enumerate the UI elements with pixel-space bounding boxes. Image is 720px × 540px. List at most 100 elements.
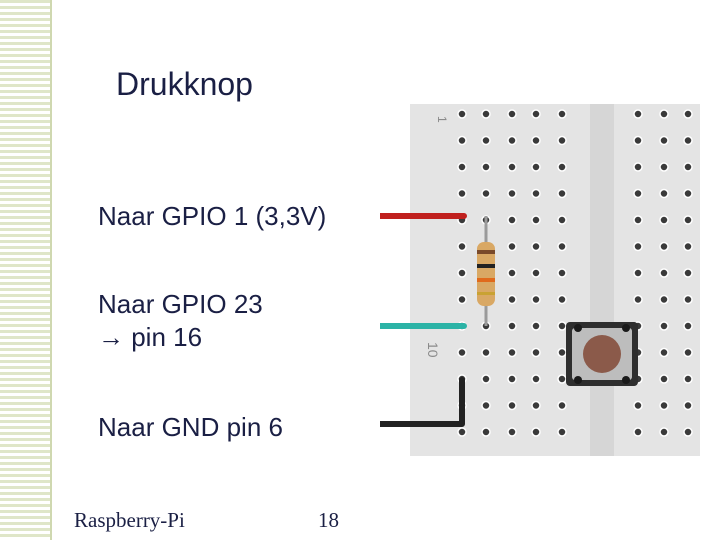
breadboard-hole [633,162,643,172]
row-marker-10: 10 [425,342,441,358]
stripe-edge-line [50,0,52,540]
breadboard-hole [683,109,693,119]
breadboard-hole [659,109,669,119]
breadboard-hole [457,347,467,358]
breadboard-hole [633,215,643,225]
breadboard-hole [633,109,643,119]
breadboard-hole [457,241,467,252]
breadboard-hole [659,321,669,331]
breadboard-hole [457,427,467,437]
label-gpio23-line1: Naar GPIO 23 [98,289,263,319]
breadboard-hole [481,347,491,358]
breadboard-hole [531,109,541,119]
breadboard-hole [457,109,467,119]
breadboard-hole [507,321,517,331]
breadboard-hole [557,321,567,331]
breadboard-hole [481,374,491,384]
breadboard-center-channel [590,104,614,456]
breadboard-hole [481,188,491,199]
breadboard-hole [531,400,541,411]
breadboard-hole [683,427,693,437]
breadboard-hole [457,162,467,172]
breadboard-hole [557,347,567,358]
breadboard-hole [659,241,669,252]
breadboard-hole [531,427,541,437]
breadboard-hole [557,427,567,437]
breadboard-hole [683,321,693,331]
breadboard-hole [531,374,541,384]
slide-title: Drukknop [116,66,253,102]
breadboard-hole [683,215,693,225]
breadboard-hole [507,188,517,199]
breadboard-hole [457,135,467,146]
label-gpio1: Naar GPIO 1 (3,3V) [98,201,327,231]
row-marker-1: 1 [435,116,449,123]
breadboard-hole [683,374,693,384]
breadboard-hole [659,400,669,411]
resistor [477,216,495,326]
breadboard-hole [659,135,669,146]
breadboard-hole [507,241,517,252]
breadboard-hole [683,188,693,199]
breadboard-svg: 1 10 [380,104,700,456]
breadboard-hole [507,427,517,437]
breadboard-hole [659,427,669,437]
label-gpio23: Naar GPIO 23 → pin 16 [98,288,263,354]
breadboard-hole [557,135,567,146]
breadboard-hole [457,268,467,278]
breadboard-hole [557,188,567,199]
breadboard-hole [531,268,541,278]
breadboard-hole [659,294,669,305]
breadboard-hole [531,162,541,172]
breadboard-hole [507,215,517,225]
breadboard-hole [557,241,567,252]
breadboard-hole [457,188,467,199]
breadboard-hole [531,215,541,225]
breadboard-hole [531,294,541,305]
breadboard-hole [659,215,669,225]
footer-course-name: Raspberry-Pi [74,508,185,532]
breadboard-hole [531,347,541,358]
breadboard-hole [633,427,643,437]
label-gnd: Naar GND pin 6 [98,412,283,442]
breadboard-hole [507,374,517,384]
breadboard-hole [659,162,669,172]
breadboard-hole [633,188,643,199]
breadboard-hole [659,268,669,278]
breadboard-hole [531,135,541,146]
breadboard-hole [507,347,517,358]
breadboard-hole [633,400,643,411]
breadboard-hole [683,400,693,411]
breadboard-hole [659,347,669,358]
breadboard-hole [557,215,567,225]
breadboard-hole [557,374,567,384]
breadboard-hole [531,241,541,252]
breadboard-hole [633,241,643,252]
breadboard-hole [659,374,669,384]
breadboard-hole [507,135,517,146]
breadboard-hole [633,294,643,305]
breadboard-hole [481,400,491,411]
decorative-stripe-bar [0,0,50,540]
footer-page-number: 18 [318,508,339,532]
breadboard-hole [481,427,491,437]
push-button [566,322,638,386]
breadboard-hole [557,400,567,411]
breadboard-hole [683,294,693,305]
breadboard-hole [557,294,567,305]
breadboard-hole [659,188,669,199]
breadboard-hole [457,294,467,305]
breadboard-hole [683,241,693,252]
breadboard-hole [531,321,541,331]
breadboard-hole [531,188,541,199]
label-gpio23-line2: → pin 16 [98,322,203,352]
breadboard-hole [557,109,567,119]
breadboard-hole [507,109,517,119]
breadboard-body [410,104,700,456]
breadboard-diagram: 1 10 [380,104,700,456]
black-wire [380,377,465,427]
breadboard-hole [481,135,491,146]
breadboard-hole [481,109,491,119]
breadboard-hole [557,162,567,172]
breadboard-hole [481,162,491,172]
